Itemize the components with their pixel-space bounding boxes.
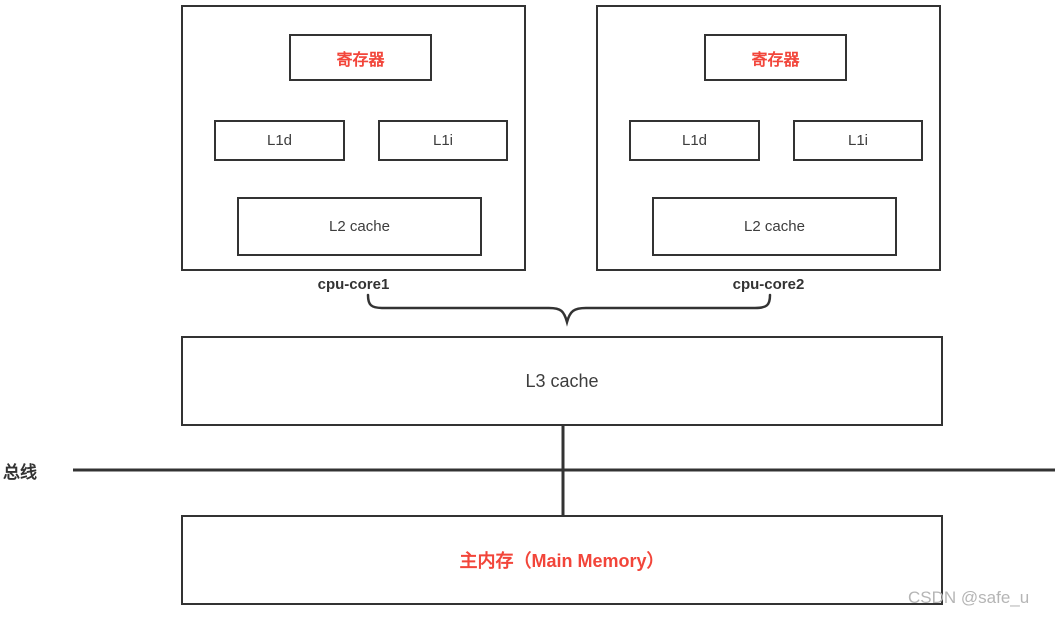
l2-cache-box-core1: L2 cache bbox=[237, 197, 482, 256]
main-memory-label: 主内存（Main Memory） bbox=[459, 551, 665, 571]
l1i-box-core1: L1i bbox=[378, 120, 508, 161]
main-memory-box: 主内存（Main Memory） bbox=[181, 515, 943, 605]
cpu-core2-box: 寄存器 L1d L1i L2 cache bbox=[596, 5, 941, 271]
l1d-box-core1: L1d bbox=[214, 120, 345, 161]
register-box-core1: 寄存器 bbox=[289, 34, 432, 81]
register-label-core2: 寄存器 bbox=[751, 51, 800, 69]
watermark-text: CSDN @safe_u bbox=[908, 588, 1030, 607]
register-box-core2: 寄存器 bbox=[704, 34, 847, 81]
l1d-label-core2: L1d bbox=[681, 132, 708, 149]
brace-cores-l3 bbox=[366, 293, 772, 327]
cpu-core1-box: 寄存器 L1d L1i L2 cache bbox=[181, 5, 526, 271]
l1d-label-core1: L1d bbox=[266, 132, 293, 149]
cpu-core2-label: cpu-core2 bbox=[732, 276, 805, 293]
l1i-label-core2: L1i bbox=[847, 132, 869, 149]
l2-cache-box-core2: L2 cache bbox=[652, 197, 897, 256]
register-label-core1: 寄存器 bbox=[336, 51, 385, 69]
l3-cache-box: L3 cache bbox=[181, 336, 943, 426]
bus-label: 总线 bbox=[3, 463, 37, 482]
l1i-box-core2: L1i bbox=[793, 120, 923, 161]
l2-cache-label-core2: L2 cache bbox=[744, 218, 805, 235]
cpu-core1-label: cpu-core1 bbox=[317, 276, 390, 293]
l2-cache-label-core1: L2 cache bbox=[329, 218, 390, 235]
l1i-label-core1: L1i bbox=[432, 132, 454, 149]
l1d-box-core2: L1d bbox=[629, 120, 760, 161]
l3-cache-label: L3 cache bbox=[525, 370, 599, 391]
